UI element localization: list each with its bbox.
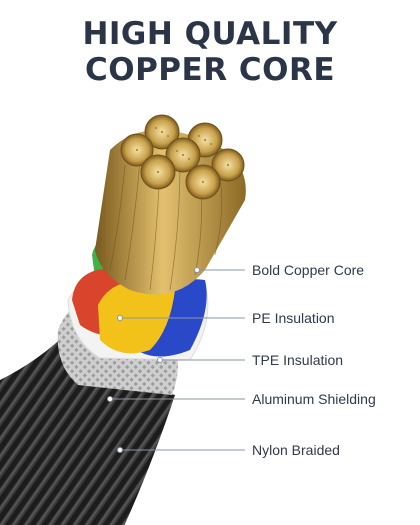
wire-yellow (98, 280, 175, 354)
headline-line-1: HIGH QUALITY (82, 16, 338, 52)
headline: HIGH QUALITY COPPER CORE (0, 16, 420, 88)
callout-pe-insulation: PE Insulation (252, 310, 335, 326)
headline-line-2: COPPER CORE (84, 52, 336, 88)
callout-nylon-braided: Nylon Braided (252, 442, 340, 458)
nylon-braid-jacket (0, 370, 175, 525)
callout-aluminum-shielding: Aluminum Shielding (252, 391, 376, 407)
callout-bold-copper-core: Bold Copper Core (252, 262, 365, 278)
callout-tpe-insulation: TPE Insulation (252, 352, 344, 368)
